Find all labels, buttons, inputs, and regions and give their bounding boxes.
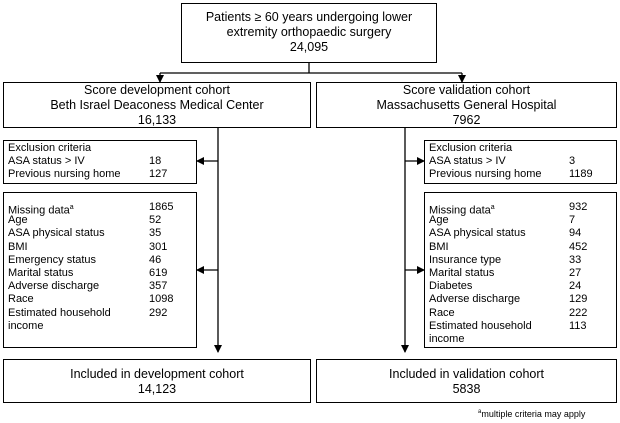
list-item: income [429, 332, 465, 345]
validation-site: Massachusetts General Hospital [376, 98, 557, 112]
development-title: Score development cohort [84, 83, 230, 97]
development-final-box: Included in development cohort 14,123 [3, 359, 311, 403]
development-cohort-box: Score development cohort Beth Israel Dea… [3, 82, 311, 128]
development-final-count: 14,123 [137, 382, 177, 396]
validation-cohort-box: Score validation cohort Massachusetts Ge… [316, 82, 617, 128]
total-patients-box: Patients ≥ 60 years undergoing lower ext… [181, 3, 437, 63]
development-site: Beth Israel Deaconess Medical Center [50, 98, 264, 112]
top-line2: extremity orthopaedic surgery [226, 25, 392, 39]
validation-count: 7962 [452, 113, 481, 127]
list-item: income [8, 319, 44, 332]
top-count: 24,095 [289, 40, 329, 54]
validation-final-count: 5838 [452, 382, 481, 396]
validation-title: Score validation cohort [402, 83, 531, 97]
validation-final-label: Included in validation cohort [389, 367, 544, 381]
development-final-label: Included in development cohort [70, 367, 244, 381]
development-count: 16,133 [137, 113, 177, 127]
top-line1: Patients ≥ 60 years undergoing lower [205, 10, 413, 24]
exclusion-header: Exclusion criteria [429, 142, 513, 154]
validation-final-box: Included in validation cohort 5838 [316, 359, 617, 403]
exclusion-header: Exclusion criteria [8, 142, 92, 154]
footnote: amultiple criteria may apply [478, 409, 586, 419]
